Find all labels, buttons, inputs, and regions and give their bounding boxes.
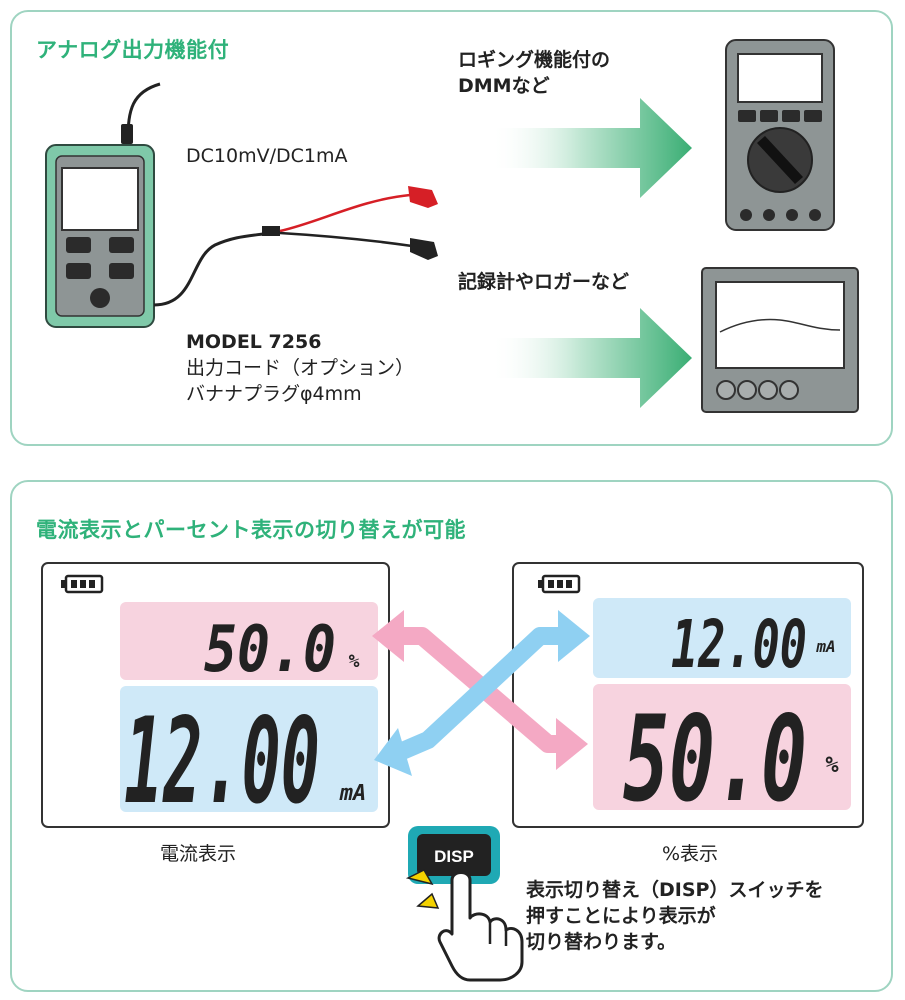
arrow-to-recorder xyxy=(490,308,692,408)
right-secondary-value: 12.00 xyxy=(671,606,807,683)
display-switch-title: 電流表示とパーセント表示の切り替えが可能 xyxy=(36,518,466,542)
current-display-caption: 電流表示 xyxy=(160,843,237,865)
model-7256-device xyxy=(45,144,155,328)
analog-output-title: アナログ出力機能付 xyxy=(36,38,230,62)
left-main-value: 12.00 xyxy=(124,692,320,830)
instruction-line1: 表示切り替え（DISP）スイッチを xyxy=(526,879,824,901)
output-cord-label: 出力コード（オプション） xyxy=(186,357,415,379)
dmm-target-label-line2: DMMなど xyxy=(458,75,550,97)
click-spark-icon xyxy=(405,869,440,909)
swap-arrows xyxy=(372,610,590,776)
left-secondary-value: 50.0 xyxy=(204,613,336,687)
left-main-unit: mA xyxy=(339,781,367,806)
dmm-target-label-line1: ロギング機能付の xyxy=(458,49,611,71)
disp-button-label[interactable]: DISP xyxy=(434,847,474,866)
battery-icon xyxy=(538,574,581,594)
percent-display-caption: %表示 xyxy=(662,843,719,865)
battery-icon xyxy=(61,574,104,594)
hand-pointer-icon xyxy=(437,871,524,982)
right-secondary-unit: mA xyxy=(815,637,835,656)
current-mode-lcd: 50.0 % 12.00 mA xyxy=(41,562,390,830)
disp-switch[interactable]: DISP xyxy=(408,826,500,884)
model-label: MODEL 7256 xyxy=(186,331,322,353)
right-main-value: 50.0 xyxy=(623,690,807,828)
recorder-device xyxy=(701,267,859,413)
right-main-unit: % xyxy=(825,753,839,778)
banana-plug-label: バナナプラグφ4mm xyxy=(186,383,362,405)
percent-mode-lcd: 12.00 mA 50.0 % xyxy=(512,562,864,828)
dmm-device xyxy=(725,39,835,231)
left-secondary-unit: % xyxy=(349,651,360,672)
instruction-line3: 切り替わります。 xyxy=(526,931,677,953)
arrow-to-dmm xyxy=(490,98,692,198)
output-spec-label: DC10mV/DC1mA xyxy=(186,145,348,167)
recorder-target-label: 記録計やロガーなど xyxy=(458,271,630,293)
instruction-line2: 押すことにより表示が xyxy=(526,905,716,927)
